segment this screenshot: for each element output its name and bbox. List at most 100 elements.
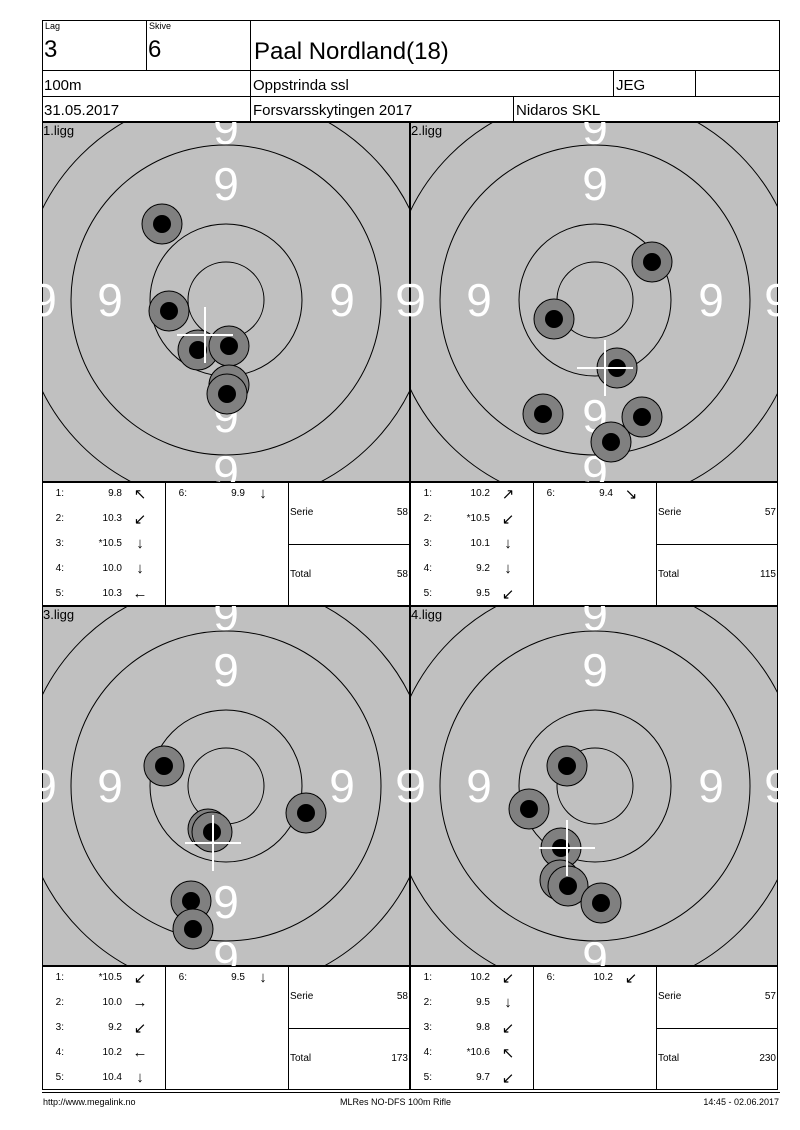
target-ring <box>439 144 751 456</box>
header-divider <box>42 70 780 71</box>
shot-hole-center <box>160 302 178 320</box>
shot-score: 9.4 <box>599 488 613 499</box>
ring-number-label: 9 <box>698 274 724 326</box>
shot-row: 4:10.2← <box>42 1044 157 1063</box>
shot-row: 2:*10.5↙ <box>410 511 525 529</box>
shot-direction-icon: ↓ <box>136 1069 144 1086</box>
shot-score: 9.8 <box>476 1022 490 1033</box>
shot-score: 9.8 <box>108 488 122 499</box>
target-ring <box>439 630 751 942</box>
shot-direction-icon: → <box>132 994 148 1011</box>
ring-number-label: 9 <box>410 274 426 326</box>
series-title: 2.ligg <box>411 123 443 138</box>
table-divider <box>533 966 534 1090</box>
shot-direction-icon: ↓ <box>504 560 512 577</box>
shot-number: 4: <box>423 1047 432 1058</box>
table-divider <box>533 482 534 606</box>
table-divider <box>656 544 778 545</box>
shot-row: 2:10.0→ <box>42 994 157 1013</box>
shot-score: 10.1 <box>470 538 490 549</box>
ring-number-label: 9 <box>213 446 239 482</box>
ring-number-label: 9 <box>698 760 724 812</box>
shot-direction-icon: ↗ <box>501 486 515 503</box>
target-background <box>42 606 410 966</box>
shot-direction-icon: ↘ <box>624 486 638 503</box>
ring-number-label: 9 <box>42 760 57 812</box>
shot-direction-icon: ← <box>132 1044 148 1061</box>
total-value: 58 <box>396 569 408 580</box>
serie-label: Serie <box>658 507 682 518</box>
total-label: Total <box>290 569 312 580</box>
shot-row: 6:10.2↙ <box>533 970 648 988</box>
header-divider <box>42 96 780 97</box>
header-divider <box>695 70 696 96</box>
shot-row: 3: 10.1 ↓ <box>410 535 525 554</box>
serie-label: Serie <box>290 507 314 518</box>
shot-direction-icon: ↙ <box>501 1070 515 1087</box>
shot-hole-center <box>558 757 576 775</box>
total-label: Total <box>658 569 680 580</box>
shot-score: 10.2 <box>102 1047 122 1058</box>
header-divider <box>250 20 251 122</box>
target-background <box>410 122 778 482</box>
shot-hole-center <box>184 920 202 938</box>
header-divider <box>146 20 147 70</box>
series-title: 3.ligg <box>43 607 75 622</box>
shooter-name: Paal Nordland(18) <box>254 38 449 65</box>
shot-hole-center <box>643 253 661 271</box>
serie-value: 58 <box>396 507 408 518</box>
shot-score: 9.5 <box>476 588 490 599</box>
shot-score: 9.5 <box>476 997 490 1008</box>
shot-hole-center <box>520 800 538 818</box>
shot-number: 1: <box>55 488 64 499</box>
ring-number-label: 9 <box>582 932 608 966</box>
total-value: 115 <box>760 569 776 580</box>
organizer: Nidaros SKL <box>516 102 601 119</box>
target-ring <box>70 144 382 456</box>
shot-score: 10.3 <box>102 513 122 524</box>
shot-score: 9.2 <box>476 563 490 574</box>
ring-number-label: 9 <box>466 760 492 812</box>
event-name: Forsvarsskytingen 2017 <box>253 102 413 119</box>
total-label: Total <box>290 1053 312 1064</box>
shot-score: 9.5 <box>231 972 245 983</box>
shot-number: 3: <box>55 538 64 549</box>
header-divider <box>513 96 514 122</box>
serie-label: Serie <box>658 991 682 1002</box>
table-divider <box>288 1028 410 1029</box>
shot-hole-center <box>153 215 171 233</box>
shot-direction-icon: ↙ <box>133 511 147 528</box>
ring-number-label: 9 <box>329 274 355 326</box>
series-title: 1.ligg <box>43 123 75 138</box>
shot-row: 6:9.5↓ <box>165 969 280 988</box>
shot-score: *10.5 <box>98 538 122 549</box>
table-divider <box>165 966 166 1090</box>
shot-hole-center <box>545 310 563 328</box>
shot-direction-icon: ↓ <box>136 535 144 552</box>
footer-timestamp: 14:45 - 02.06.2017 <box>703 1097 779 1107</box>
shot-direction-icon: ↖ <box>501 1045 515 1062</box>
shot-number: 3: <box>423 538 432 549</box>
shot-hole-center <box>602 433 620 451</box>
ring-number-label: 9 <box>395 274 410 326</box>
header-divider <box>613 70 614 96</box>
shot-number: 5: <box>423 1072 432 1083</box>
shot-score: *10.5 <box>466 513 490 524</box>
shot-score: 10.3 <box>102 588 122 599</box>
shot-number: 6: <box>546 488 555 499</box>
shot-score: 9.2 <box>108 1022 122 1033</box>
shot-direction-icon: ↓ <box>504 535 512 552</box>
ring-number-label: 9 <box>582 644 608 696</box>
shot-score: 10.2 <box>470 488 490 499</box>
shot-number: 1: <box>423 972 432 983</box>
shot-score: 10.4 <box>102 1072 122 1083</box>
shot-hole-center <box>155 757 173 775</box>
shot-score: *10.6 <box>466 1047 490 1058</box>
serie-label: Serie <box>290 991 314 1002</box>
ring-number-label: 9 <box>764 760 778 812</box>
shot-number: 3: <box>55 1022 64 1033</box>
target-ring <box>149 709 303 863</box>
shot-score: 10.0 <box>102 997 122 1008</box>
